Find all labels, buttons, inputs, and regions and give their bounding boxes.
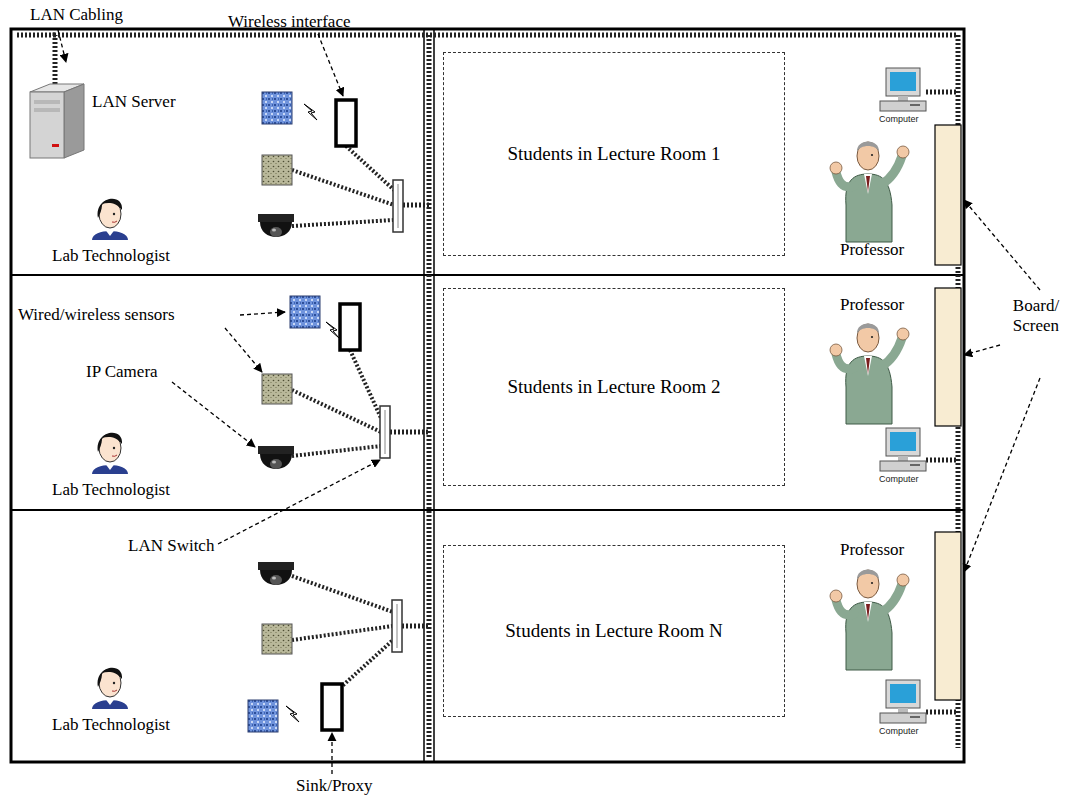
ip-camera [258,446,294,469]
student-area: Students in Lecture Room 1 [443,52,785,256]
callout-label: LAN Server [92,92,176,112]
sensor-node [262,155,292,185]
callout-label: Sink/Proxy [296,776,373,796]
icon-caption: Computer [879,726,919,737]
board-screen [935,532,961,700]
computer-icon [880,68,926,111]
callout-label: Lab Technologist [52,715,170,735]
sensor-node [262,624,292,654]
ip-camera [258,214,294,237]
room-wall [11,509,964,511]
lan-switch [380,406,390,458]
callout-label: Lab Technologist [52,480,170,500]
icon-caption: Computer [879,114,919,125]
leader-arrows [58,30,1040,774]
lan-switch [393,180,403,232]
wireless-link [326,322,339,338]
callout-label: IP Camera [86,362,158,382]
sensor-node [262,374,292,404]
callout-label: Professor [840,240,904,260]
callout-label: Lab Technologist [52,246,170,266]
room-wall [11,274,964,276]
sensor-node [290,296,320,328]
device-wiring [292,146,394,688]
room-label: Students in Lecture Room 1 [499,139,728,169]
lan-switch [392,600,402,652]
room-wall [433,29,435,762]
sensor-node [262,92,292,124]
room-label: Students in Lecture Room N [497,616,730,646]
lan-server [30,84,84,158]
ip-camera [258,562,294,585]
lab-technologist-figure [92,668,128,709]
board-screen [935,288,961,426]
professor-figure [830,142,909,243]
icon-caption: Computer [879,474,919,485]
sensor-node [248,700,278,732]
lan-cabling [17,35,958,758]
computer-icon [880,680,926,723]
professor-figure [830,570,909,671]
callout-label: Wired/wireless sensors [18,305,175,325]
computer-icon [880,428,926,471]
professor-figure [830,324,909,425]
callout-label: Professor [840,295,904,315]
board-screen [935,125,961,265]
room-label: Students in Lecture Room 2 [499,372,728,402]
student-area: Students in Lecture Room 2 [443,288,785,486]
callout-label: Professor [840,540,904,560]
callout-label: Board/ Screen [1000,296,1072,337]
callout-label: Wireless interface [228,12,351,32]
sink-proxy [322,684,342,730]
wireless-link [304,104,317,120]
sink-proxy [340,304,360,350]
building-outline [11,29,964,762]
callout-label: LAN Switch [128,536,214,556]
student-area: Students in Lecture Room N [443,545,785,717]
wireless-link [286,706,299,722]
callout-label: LAN Cabling [30,5,123,25]
room-wall [423,29,425,762]
lab-technologist-figure [92,199,128,240]
sink-proxy [336,100,356,146]
lab-technologist-figure [92,433,128,474]
